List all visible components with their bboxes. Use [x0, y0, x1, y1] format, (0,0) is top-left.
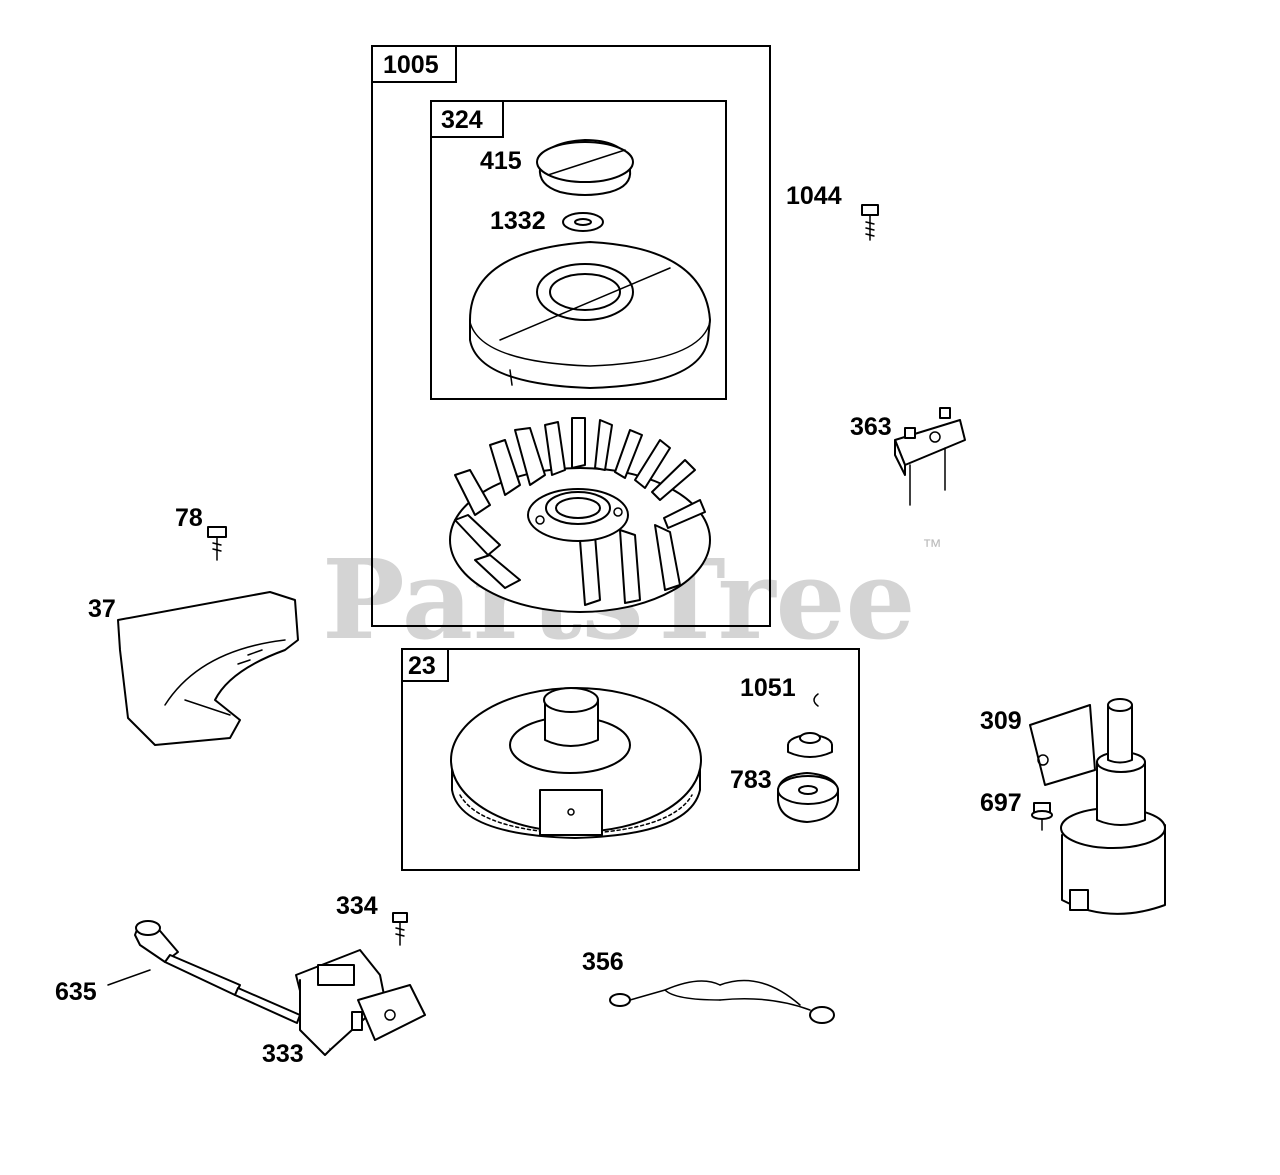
- group-box-23[interactable]: 23: [401, 648, 860, 871]
- part-shroud-37[interactable]: [117, 591, 299, 746]
- label-78: 78: [175, 504, 203, 532]
- part-gear-783[interactable]: [777, 772, 839, 823]
- box-label-23: 23: [408, 652, 436, 680]
- part-washer-1332[interactable]: [562, 212, 604, 232]
- label-333: 333: [262, 1040, 304, 1068]
- part-screw-334[interactable]: [392, 912, 408, 946]
- part-cap-415[interactable]: [536, 139, 634, 196]
- part-plug-lead-635[interactable]: [134, 920, 301, 1024]
- label-1051: 1051: [740, 674, 796, 702]
- part-bracket-363[interactable]: [894, 407, 966, 506]
- label-783: 783: [730, 766, 772, 794]
- box-label-324: 324: [441, 106, 483, 134]
- label-697: 697: [980, 789, 1022, 817]
- part-armature-333[interactable]: [295, 949, 426, 1056]
- label-356: 356: [582, 948, 624, 976]
- part-starter-309[interactable]: [1029, 698, 1166, 915]
- label-635: 635: [55, 978, 97, 1006]
- part-fan-1005[interactable]: [449, 417, 711, 613]
- label-334: 334: [336, 892, 378, 920]
- part-seal-1051[interactable]: [787, 732, 833, 758]
- part-clip-1051[interactable]: [813, 693, 819, 707]
- part-bolt-1044[interactable]: [861, 204, 879, 241]
- watermark-trademark: ™: [922, 536, 942, 558]
- label-37: 37: [88, 595, 116, 623]
- label-363: 363: [850, 413, 892, 441]
- part-cover-324[interactable]: [469, 241, 711, 389]
- part-bolt-78[interactable]: [207, 526, 227, 561]
- label-1044: 1044: [786, 182, 842, 210]
- part-flywheel-23[interactable]: [450, 687, 702, 839]
- box-label-1005: 1005: [383, 51, 439, 79]
- group-box-324[interactable]: 324: [430, 100, 727, 400]
- label-415: 415: [480, 147, 522, 175]
- part-wire-356[interactable]: [609, 979, 835, 1024]
- label-1332: 1332: [490, 207, 546, 235]
- group-box-1005[interactable]: 1005: [371, 45, 771, 627]
- label-309: 309: [980, 707, 1022, 735]
- part-bolt-697[interactable]: [1031, 802, 1053, 831]
